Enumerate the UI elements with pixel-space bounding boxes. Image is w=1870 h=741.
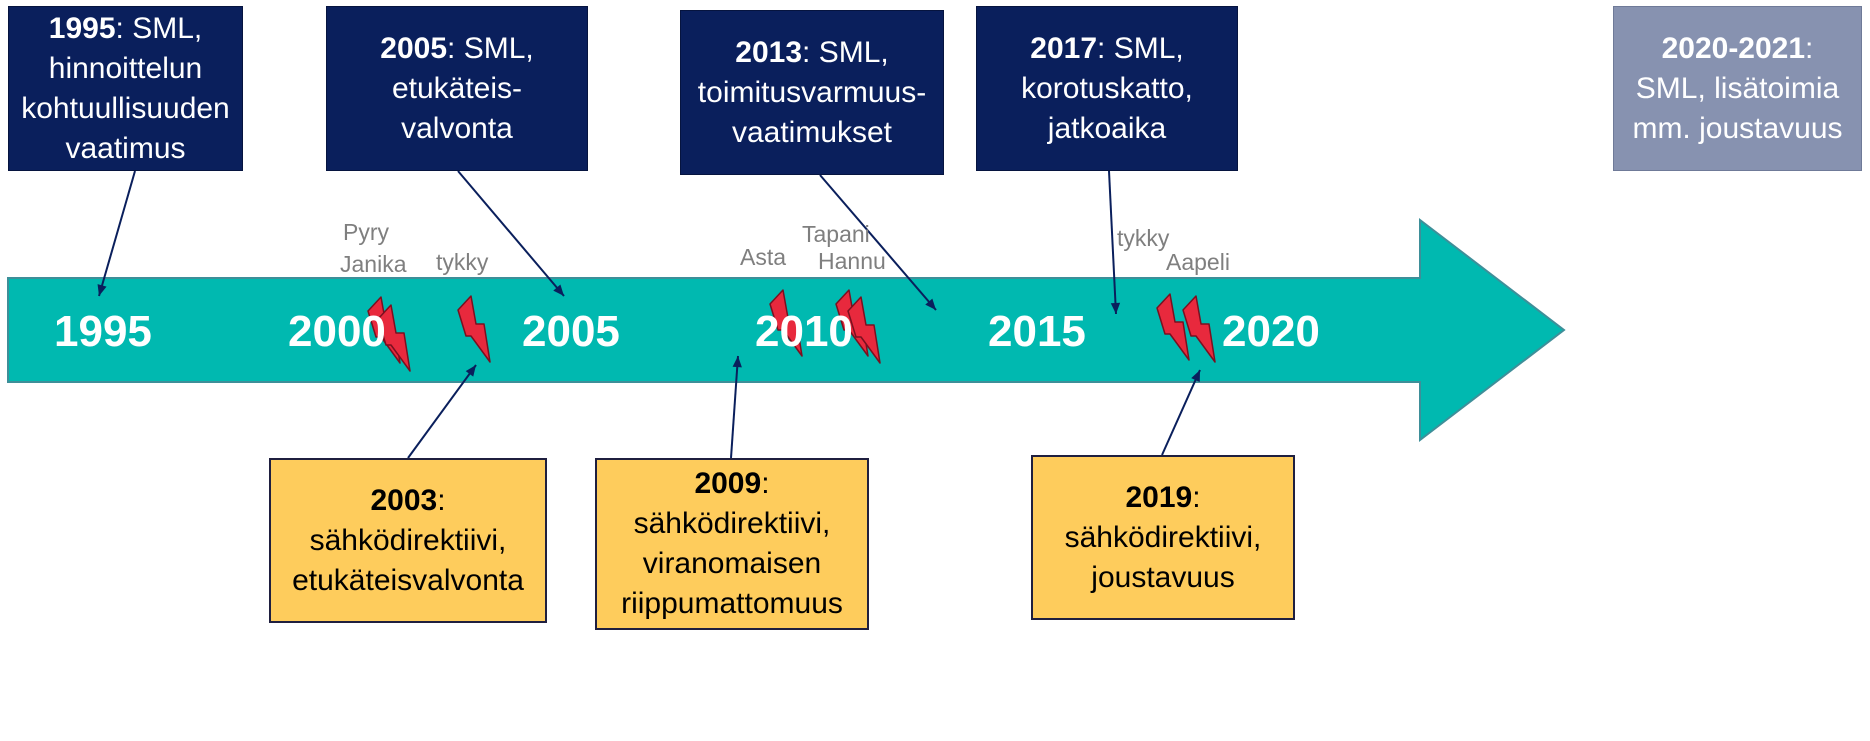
connector-2005 (457, 170, 565, 297)
event-text-2009: 2009: sähködirektiivi, viranomaisen riip… (621, 467, 843, 620)
lightning-bolt-tykky (457, 295, 491, 363)
year-label-2000: 2000 (288, 307, 386, 356)
connector-2005-arrowhead (553, 284, 564, 296)
connector-2019-arrowhead (1191, 370, 1200, 382)
connector-2017-arrowhead (1110, 302, 1121, 314)
event-box-2005: 2005: SML, etukäteis- valvonta (326, 6, 588, 171)
connector-lines (97, 170, 1201, 459)
connector-2013-arrowhead (925, 298, 936, 310)
event-line: joustavuus (1091, 560, 1235, 594)
event-line: sähködirektiivi, (1064, 520, 1262, 554)
connector-2003 (407, 364, 477, 459)
event-year: 2020-2021 (1661, 31, 1806, 65)
storm-label-aapeli: Aapeli (1166, 249, 1230, 275)
connector-2013 (819, 174, 937, 311)
storm-label-janika: Janika (340, 251, 407, 277)
event-line: SML, (132, 11, 203, 45)
event-box-2020-2021: 2020-2021: SML, lisätoimia mm. joustavuu… (1613, 6, 1862, 171)
storm-label-tykky-2: tykky (1117, 225, 1170, 251)
lightning-bolt-asta (769, 289, 803, 357)
lightning-bolt-hannu (847, 296, 881, 364)
connector-2003-arrowhead (465, 365, 476, 377)
event-text-2020-2021: 2020-2021: SML, lisätoimia mm. joustavuu… (1632, 31, 1843, 145)
lightning-bolts (367, 289, 1216, 372)
event-box-2009: 2009: sähködirektiivi, viranomaisen riip… (595, 458, 869, 630)
storm-label-hannu: Hannu (818, 248, 886, 274)
connector-2017 (1108, 170, 1117, 315)
event-year: 2017 (1030, 31, 1098, 65)
event-line: valvonta (401, 111, 513, 145)
year-label-1995: 1995 (54, 307, 152, 356)
event-year: 2013 (735, 35, 803, 69)
event-line: hinnoittelun (48, 51, 203, 85)
event-line: sähködirektiivi, (633, 507, 831, 540)
connector-2009-arrowhead (732, 356, 742, 368)
event-box-1995: 1995: SML, hinnoittelun kohtuullisuuden … (8, 6, 243, 171)
event-year: 1995 (48, 11, 116, 45)
event-line: korotuskatto, (1021, 71, 1193, 105)
event-text-1995: 1995: SML, hinnoittelun kohtuullisuuden … (21, 11, 230, 165)
event-line: riippumattomuus (621, 587, 843, 620)
event-line: kohtuullisuuden (21, 91, 230, 125)
event-text-2017: 2017: SML, korotuskatto, jatkoaika (1021, 31, 1193, 145)
event-line: SML, (818, 35, 889, 69)
event-text-2005: 2005: SML, etukäteis- valvonta (380, 31, 534, 145)
storm-label-tapani: Tapani (802, 221, 870, 247)
event-line: etukäteisvalvonta (292, 563, 524, 597)
year-label-2015: 2015 (988, 307, 1086, 356)
year-label-2005: 2005 (522, 307, 620, 356)
year-label-2010: 2010 (755, 307, 853, 356)
event-box-2019: 2019: sähködirektiivi, joustavuus (1031, 455, 1295, 620)
event-text-2013: 2013: SML, toimitusvarmuus- vaatimukset (697, 35, 927, 149)
connector-1995 (98, 170, 136, 297)
year-label-2020: 2020 (1222, 307, 1320, 356)
event-line: jatkoaika (1047, 111, 1167, 145)
event-year: 2003 (370, 483, 438, 517)
storm-label-tykky: tykky (436, 249, 489, 275)
connector-1995-arrowhead (97, 284, 107, 296)
lightning-bolt-tykky-2 (1156, 293, 1190, 361)
event-text-2003: 2003: sähködirektiivi, etukäteisvalvonta (292, 483, 524, 597)
event-year: 2019 (1125, 480, 1193, 514)
lightning-bolt-aapeli (1182, 295, 1216, 363)
event-line: sähködirektiivi, (309, 523, 507, 557)
event-text-2019: 2019: sähködirektiivi, joustavuus (1064, 480, 1262, 594)
event-box-2017: 2017: SML, korotuskatto, jatkoaika (976, 6, 1238, 171)
storm-label-asta: Asta (740, 244, 787, 270)
event-line: viranomaisen (642, 547, 822, 580)
event-line: mm. joustavuus (1632, 111, 1843, 145)
event-line: SML, (1113, 31, 1184, 65)
lightning-bolt-janika (377, 304, 411, 372)
event-year: 2009 (694, 467, 762, 500)
event-line: SML, lisätoimia (1635, 71, 1840, 105)
event-year: 2005 (380, 31, 448, 65)
event-line: toimitusvarmuus- (697, 75, 927, 109)
event-box-2003: 2003: sähködirektiivi, etukäteisvalvonta (269, 458, 547, 623)
event-line: vaatimus (65, 131, 186, 165)
event-line: etukäteis- (391, 71, 523, 105)
storm-label-pyry: Pyry (343, 219, 389, 245)
connector-2019 (1161, 369, 1201, 456)
event-line: SML, (463, 31, 534, 65)
event-line: vaatimukset (731, 115, 893, 149)
event-box-2013: 2013: SML, toimitusvarmuus- vaatimukset (680, 10, 944, 175)
connector-2009 (730, 355, 739, 459)
